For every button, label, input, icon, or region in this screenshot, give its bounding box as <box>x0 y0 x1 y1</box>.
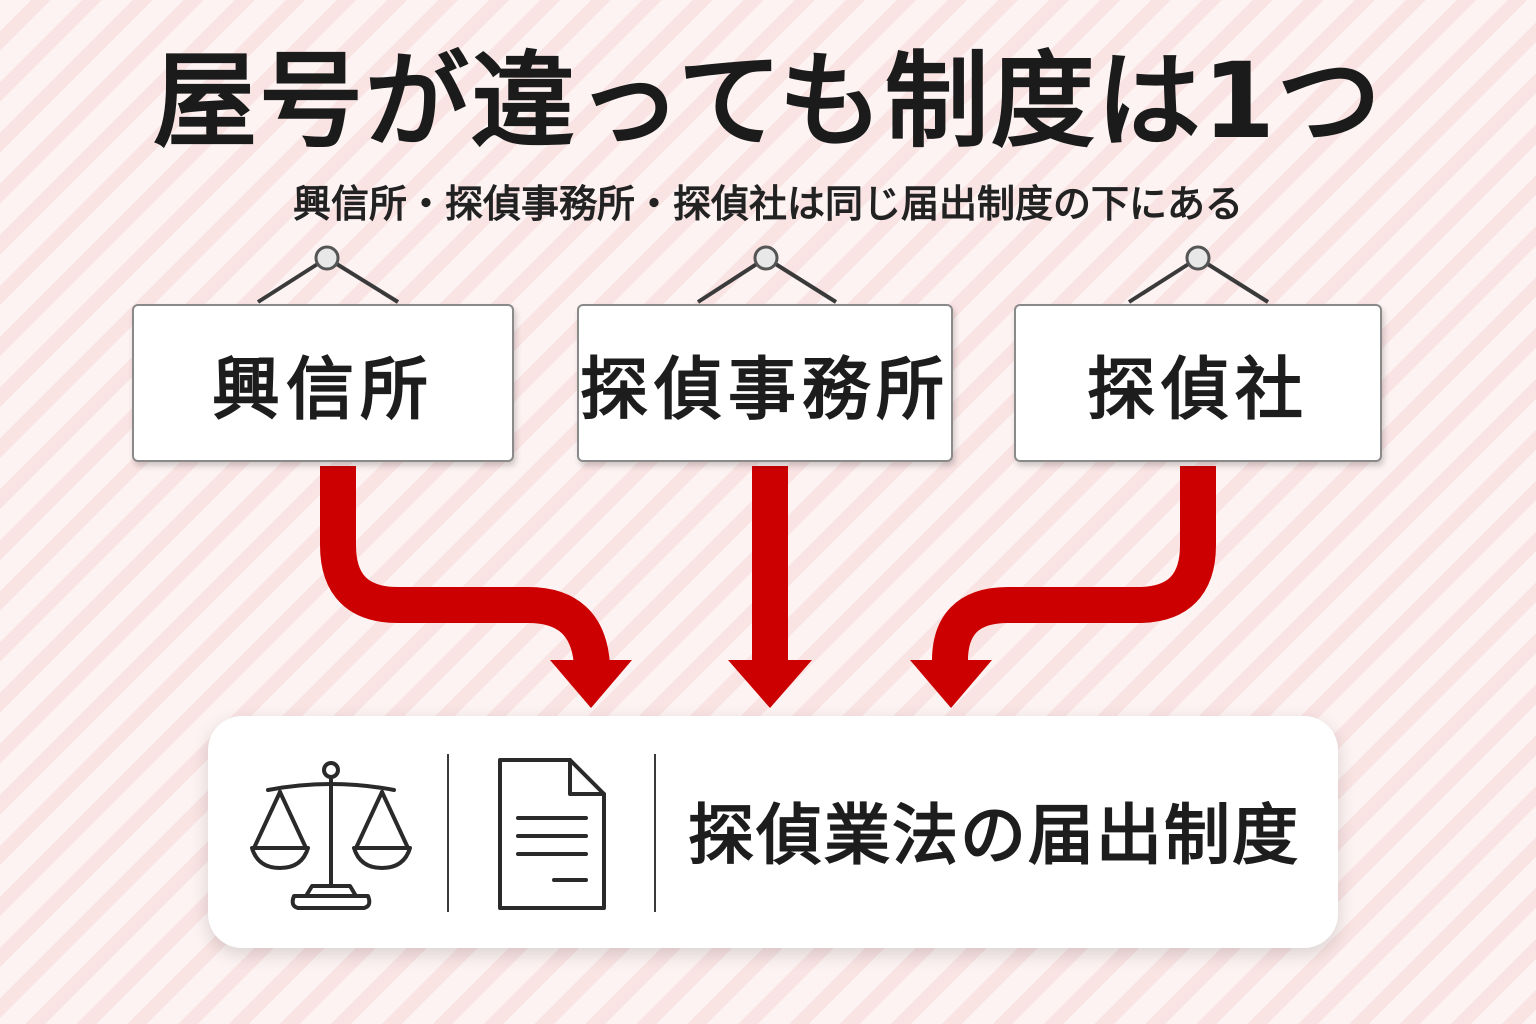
hanging-string-3 <box>1127 256 1270 304</box>
sign-label: 探偵事務所 <box>579 350 950 430</box>
sign-koshinjo: 興信所 <box>132 304 514 462</box>
hanging-string-2 <box>696 256 838 304</box>
sign-label: 探偵社 <box>1086 350 1309 430</box>
hanging-string-1 <box>256 256 400 304</box>
document-icon <box>498 758 606 910</box>
arrow-icon <box>320 466 632 708</box>
divider <box>447 754 449 912</box>
hanging-hook-icon <box>314 245 340 271</box>
page-subtitle: 興信所・探偵事務所・探偵社は同じ届出制度の下にある <box>292 182 1243 226</box>
page-title: 屋号が違っても制度は1つ <box>153 40 1383 162</box>
arrow-icon <box>910 466 1216 708</box>
sign-tanteisha: 探偵社 <box>1014 304 1382 462</box>
divider <box>654 754 656 912</box>
system-box: 探偵業法の届出制度 <box>208 716 1338 948</box>
scale-icon <box>250 761 412 910</box>
arrow-icon <box>728 466 812 708</box>
sign-tantei-jimusho: 探偵事務所 <box>577 304 953 462</box>
hanging-hook-icon <box>753 245 779 271</box>
sign-label: 興信所 <box>211 350 434 430</box>
system-label: 探偵業法の届出制度 <box>688 797 1300 874</box>
hanging-hook-icon <box>1185 245 1211 271</box>
